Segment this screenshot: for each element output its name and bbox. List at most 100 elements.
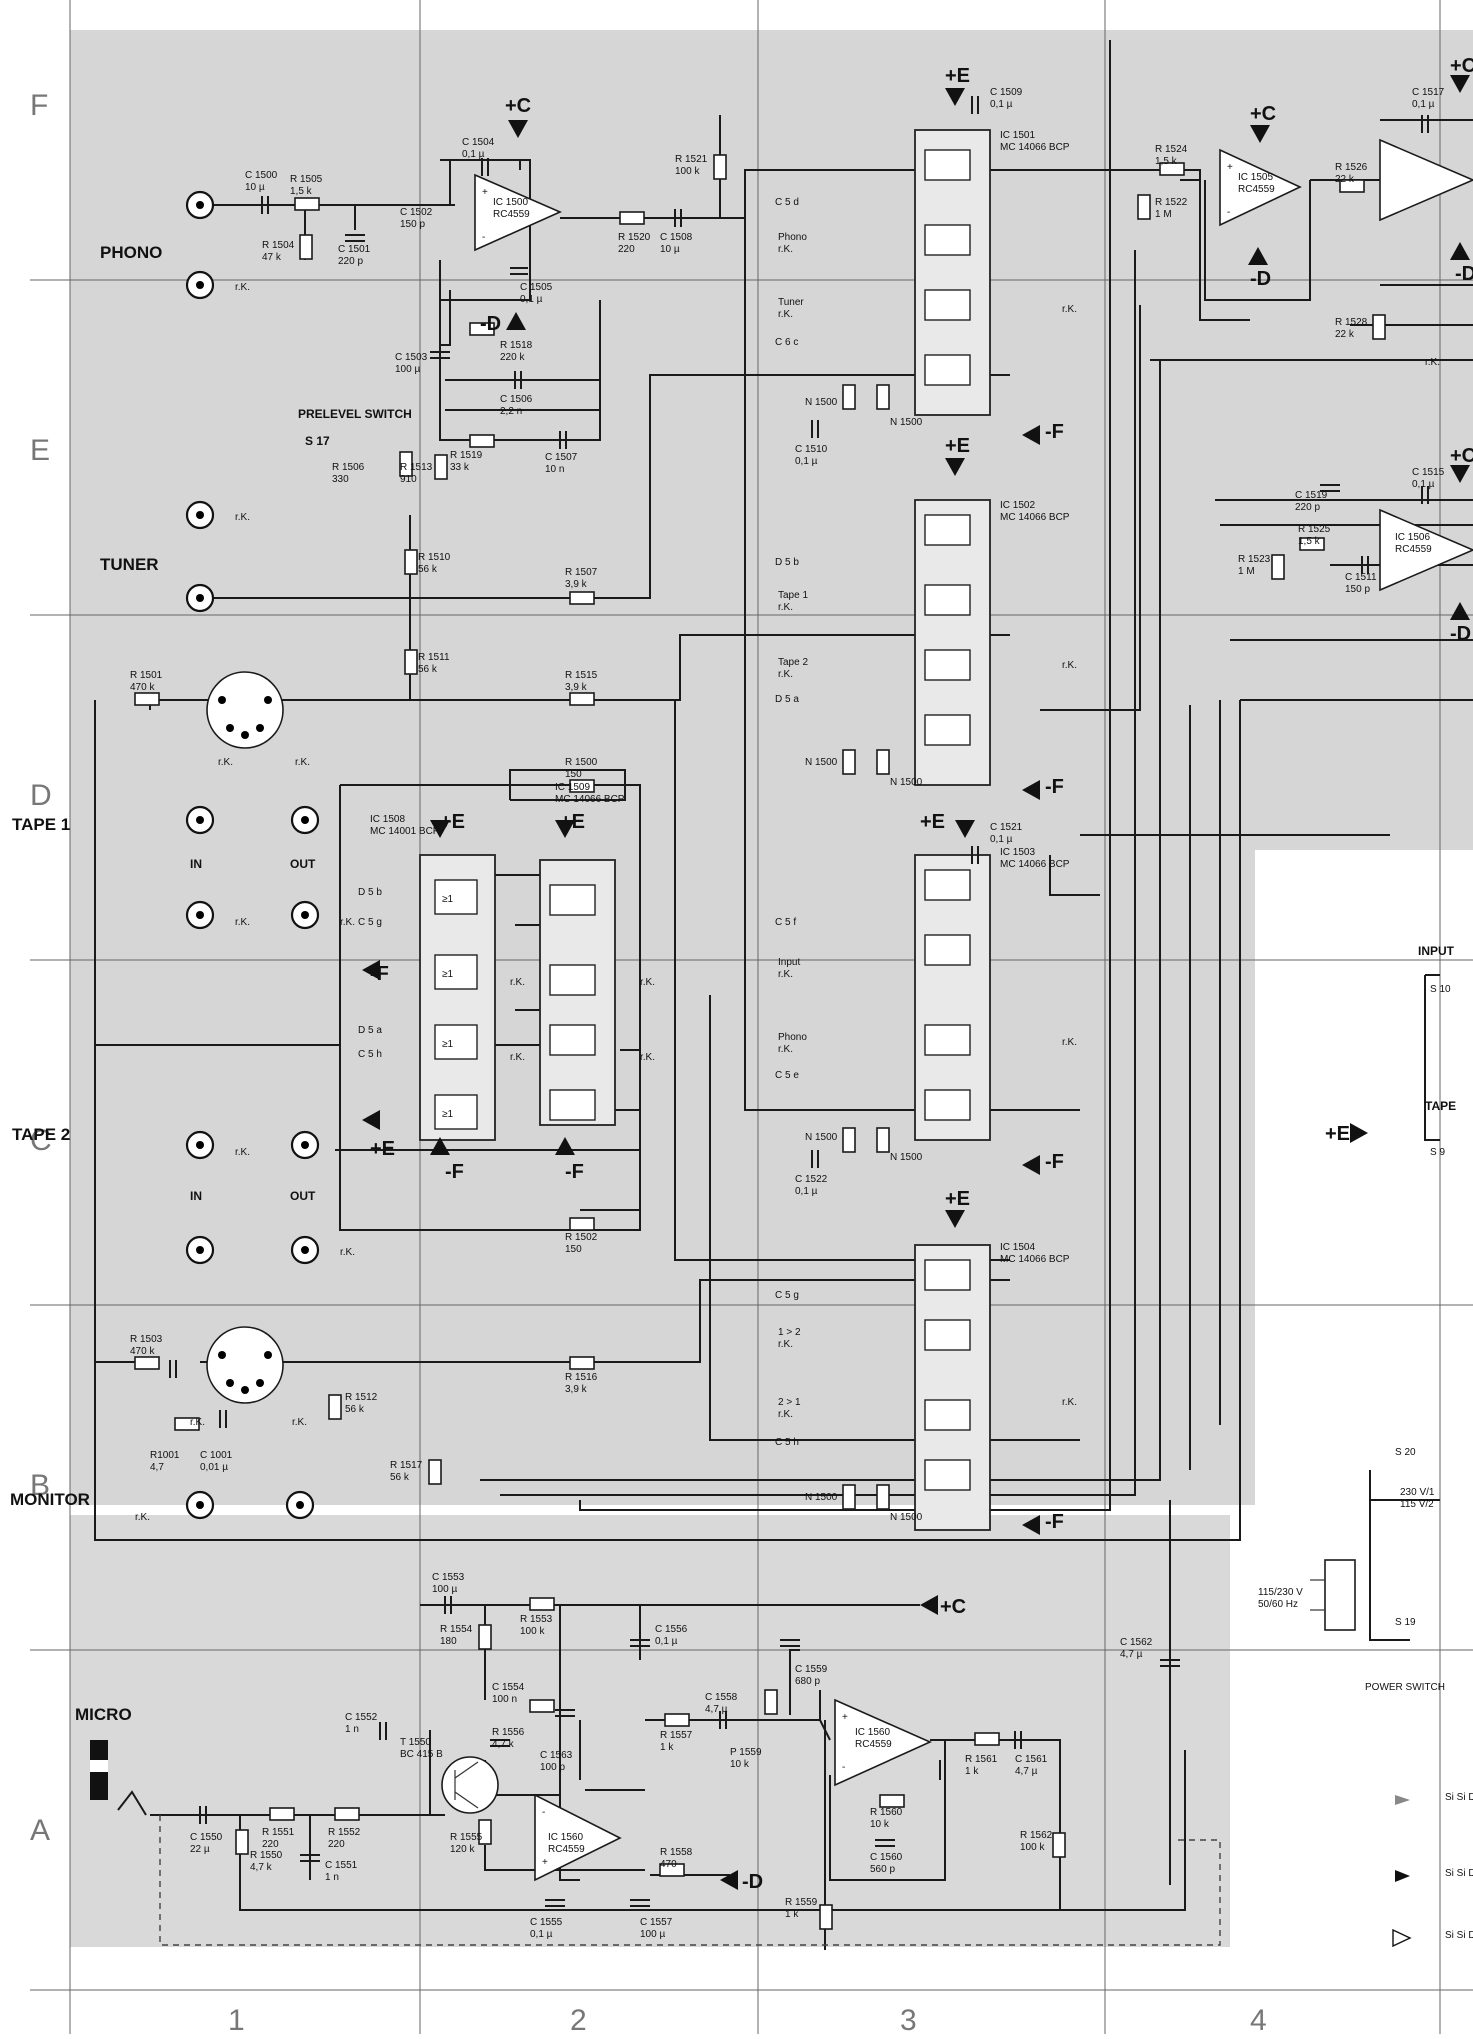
svg-text:C 5 d: C 5 d [775,197,799,208]
svg-text:R 1524: R 1524 [1155,144,1188,155]
svg-text:D 5 a: D 5 a [358,1025,382,1036]
svg-text:R 1503: R 1503 [130,1334,163,1345]
label-tape2: TAPE 2 [12,1125,70,1144]
svg-text:R 1521: R 1521 [675,154,708,165]
svg-text:1 M: 1 M [1238,566,1255,577]
svg-text:220: 220 [328,1839,345,1850]
svg-text:+C: +C [1250,103,1276,125]
svg-text:r.K.: r.K. [1062,304,1077,315]
svg-text:IC 1504: IC 1504 [1000,1242,1035,1253]
svg-text:R 1518: R 1518 [500,340,533,351]
svg-text:Si Si D: Si Si D [1445,1930,1473,1941]
svg-text:100 k: 100 k [675,166,700,177]
label-micro: MICRO [75,1705,132,1724]
svg-text:C 6 c: C 6 c [775,337,798,348]
svg-text:C 1517: C 1517 [1412,87,1445,98]
svg-text:1,5 k: 1,5 k [290,186,313,197]
svg-text:r.K.: r.K. [235,1147,250,1158]
svg-text:S 10: S 10 [1430,984,1451,995]
label-tape1-in: IN [190,857,202,871]
svg-text:C 1519: C 1519 [1295,490,1328,501]
svg-text:22 k: 22 k [1335,174,1355,185]
svg-text:-D: -D [742,1871,763,1893]
transistor-t1550 [441,1756,499,1814]
svg-text:R 1511: R 1511 [418,652,450,663]
svg-text:180: 180 [440,1636,457,1647]
svg-text:150 p: 150 p [1345,584,1370,595]
label-s17: S 17 [305,434,330,448]
svg-text:r.K.: r.K. [640,1052,655,1063]
svg-text:r.K.: r.K. [292,1417,307,1428]
svg-text:Tuner: Tuner [778,297,804,308]
label-tuner: TUNER [100,555,159,574]
svg-text:1 n: 1 n [325,1872,339,1883]
svg-text:3,9 k: 3,9 k [565,682,588,693]
svg-text:C 1562: C 1562 [1120,1637,1153,1648]
svg-text:0,1 µ: 0,1 µ [655,1636,678,1647]
svg-text:1 k: 1 k [785,1909,799,1920]
svg-text:0,1 µ: 0,1 µ [990,99,1013,110]
svg-text:≥1: ≥1 [442,894,453,905]
svg-text:1,5 k: 1,5 k [1155,156,1178,167]
svg-text:C 1558: C 1558 [705,1692,738,1703]
svg-text:-F: -F [445,1161,464,1183]
svg-text:-F: -F [1045,1511,1064,1533]
svg-text:-D: -D [1250,268,1271,290]
svg-text:+C: +C [1450,55,1473,77]
svg-text:-F: -F [1045,776,1064,798]
svg-text:Si Si Di: Si Si Di [1445,1868,1473,1879]
svg-text:C 5 h: C 5 h [358,1049,382,1060]
svg-text:220 p: 220 p [1295,502,1320,513]
svg-text:R 1502: R 1502 [565,1232,598,1243]
svg-text:RC4559: RC4559 [1395,544,1432,555]
svg-text:r.K.: r.K. [190,1417,205,1428]
svg-text:+C: +C [1450,445,1473,467]
svg-text:INPUT: INPUT [1418,944,1455,958]
svg-text:N 1500: N 1500 [805,1132,838,1143]
svg-text:MC 14066 BCP: MC 14066 BCP [1000,512,1070,523]
svg-text:R 1550: R 1550 [250,1850,283,1861]
svg-text:R 1504: R 1504 [262,240,295,251]
svg-text:Tape 2: Tape 2 [778,657,808,668]
svg-text:C 1556: C 1556 [655,1624,688,1635]
svg-text:R 1507: R 1507 [565,567,598,578]
svg-text:+E: +E [560,811,585,833]
svg-text:33 k: 33 k [450,462,470,473]
svg-text:≥1: ≥1 [442,1109,453,1120]
svg-text:3,9 k: 3,9 k [565,579,588,590]
svg-text:RC4559: RC4559 [493,209,530,220]
svg-text:100 µ: 100 µ [432,1584,457,1595]
svg-text:S 9: S 9 [1430,1147,1445,1158]
opamp-ic1560-b: +- [834,1698,932,1787]
svg-text:C 1502: C 1502 [400,207,433,218]
board-area-micro [70,1515,1230,1947]
svg-text:0,1 µ: 0,1 µ [795,456,818,467]
din-socket-tape1 [206,671,284,749]
svg-text:-D: -D [1450,623,1471,645]
svg-text:R 1556: R 1556 [492,1727,525,1738]
svg-text:-: - [842,1762,845,1773]
svg-text:R 1528: R 1528 [1335,317,1368,328]
svg-text:C 5 e: C 5 e [775,1070,799,1081]
svg-text:r.K.: r.K. [778,969,793,980]
row-label-b: B [30,1469,50,1502]
svg-text:560 p: 560 p [870,1864,895,1875]
label-phono: PHONO [100,243,162,262]
svg-text:Input: Input [778,957,800,968]
svg-text:R 1522: R 1522 [1155,197,1188,208]
svg-text:IC 1503: IC 1503 [1000,847,1035,858]
svg-text:IC 1501: IC 1501 [1000,130,1035,141]
svg-text:T 1550: T 1550 [400,1737,431,1748]
svg-text:r.K.: r.K. [235,512,250,523]
svg-text:C 1559: C 1559 [795,1664,828,1675]
ic-labels: IC 1501 MC 14066 BCP IC 1502 MC 14066 BC… [370,130,1432,1855]
row-label-f: F [30,89,48,122]
svg-text:0,1 µ: 0,1 µ [520,294,543,305]
svg-text:150: 150 [565,1244,582,1255]
svg-text:0,01 µ: 0,01 µ [200,1462,228,1473]
svg-text:+C: +C [940,1596,966,1618]
svg-text:IC 1560: IC 1560 [548,1832,583,1843]
